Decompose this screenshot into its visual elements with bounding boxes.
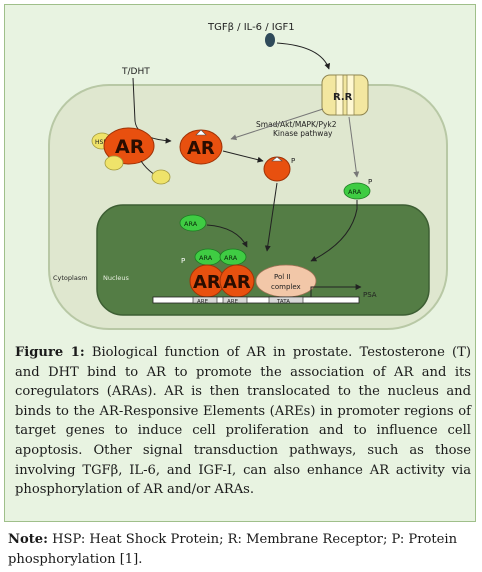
pathway-label-line1: Smad/Akt/MAPK/Pyk2 [256, 120, 337, 129]
kinase-arrow-to-ar [230, 108, 324, 141]
ligand-label: TGFβ / IL-6 / IGF1 [207, 22, 295, 33]
figure-note: Note: HSP: Heat Shock Protein; R: Membra… [8, 530, 470, 569]
p-label-ara: P [368, 178, 372, 186]
ar-protein-inactive [103, 127, 155, 165]
note-text: HSP: Heat Shock Protein; R: Membrane Rec… [8, 532, 458, 567]
are-label-right: ARE [227, 299, 239, 305]
ar-label-bound: AR [187, 138, 215, 159]
nucleus-label: Nucleus [103, 274, 129, 282]
hsp-released [151, 169, 171, 185]
p-label-complex: P [181, 257, 185, 265]
kinase-arrow-to-ara [348, 116, 360, 178]
ar-label-inactive: AR [115, 136, 145, 158]
tata-label: TATA [276, 299, 290, 305]
ar-label-dimer-right: AR [223, 272, 251, 293]
pol-ii-complex [255, 264, 317, 298]
p-label-ar: P [291, 157, 295, 165]
receptor-label: R.R [333, 92, 353, 103]
caption-text: Biological function of AR in prostate. T… [15, 345, 471, 498]
ara-phosphorylated-cytoplasm [343, 182, 371, 200]
ar-pathway-diagram: TGFβ / IL-6 / IGF1 R.R Smad/Akt/MAPK/Pyk… [48, 22, 448, 330]
transcription-arrow [310, 284, 362, 297]
nuclear-translocation-arrow [264, 182, 278, 252]
pol-label-line1: Pol II [274, 273, 291, 281]
caption-label: Figure 1: [15, 345, 85, 360]
ar-activation-arrow [222, 150, 264, 163]
cytoplasm-label: Cytoplasm [53, 274, 88, 282]
note-label: Note: [8, 532, 48, 547]
ara-import-arrow [310, 200, 358, 262]
ara-label-cytoplasm: ARA [348, 188, 362, 196]
ara-label-complex-left: ARA [199, 254, 213, 262]
ligand-arrow [276, 42, 331, 70]
ligand-bound-icon [195, 129, 207, 136]
tata-box [268, 296, 304, 304]
ligand-on-par-icon [271, 156, 283, 162]
are-box-left [192, 296, 218, 304]
membrane-receptor: R.R [321, 74, 369, 116]
hsp-bottom [104, 155, 124, 171]
pol-label-line2: complex [271, 283, 301, 291]
pathway-label-line2: Kinase pathway [273, 129, 333, 138]
figure-panel: TGFβ / IL-6 / IGF1 R.R Smad/Akt/MAPK/Pyk… [4, 4, 476, 522]
hsp-label: HSP [95, 139, 107, 146]
dna-strand [152, 296, 360, 304]
psa-label: PSA [363, 291, 377, 299]
ara-recruit-arrow [206, 224, 248, 248]
ligand-icon [265, 33, 275, 47]
testosterone-label: T/DHT [121, 67, 150, 77]
are-box-right [222, 296, 248, 304]
ara-label-complex-right: ARA [224, 254, 238, 262]
ara-nucleus-top [179, 214, 207, 232]
ar-label-dimer-left: AR [193, 272, 221, 293]
are-label-left: ARE [197, 299, 209, 305]
figure-caption: Figure 1: Biological function of AR in p… [15, 343, 471, 500]
ara-label-top: ARA [184, 220, 198, 228]
